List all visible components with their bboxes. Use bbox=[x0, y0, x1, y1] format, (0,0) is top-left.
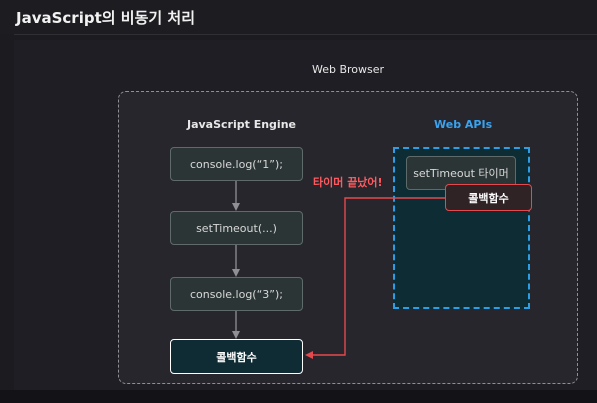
web-browser-label: Web Browser bbox=[312, 63, 385, 76]
title-divider bbox=[14, 34, 597, 35]
stack-item-console-log-1: console.log(“1”); bbox=[170, 147, 303, 181]
stack-item-settimeout: setTimeout(...) bbox=[170, 211, 303, 245]
title-bar: JavaScript의 비동기 처리 bbox=[0, 0, 597, 34]
javascript-engine-label: JavaScript Engine bbox=[187, 118, 296, 131]
bottom-band bbox=[0, 390, 597, 403]
stack-item-callback: 콜백함수 bbox=[170, 339, 303, 374]
web-apis-label: Web APIs bbox=[434, 118, 493, 131]
page-title: JavaScript의 비동기 처리 bbox=[16, 9, 195, 27]
webapi-callback-box: 콜백함수 bbox=[445, 184, 532, 211]
timer-done-label: 타이머 끝났어! bbox=[313, 176, 383, 189]
arrow-webapi-callback-to-stack bbox=[305, 197, 445, 359]
stack-item-console-log-3: console.log(“3”); bbox=[170, 277, 303, 311]
